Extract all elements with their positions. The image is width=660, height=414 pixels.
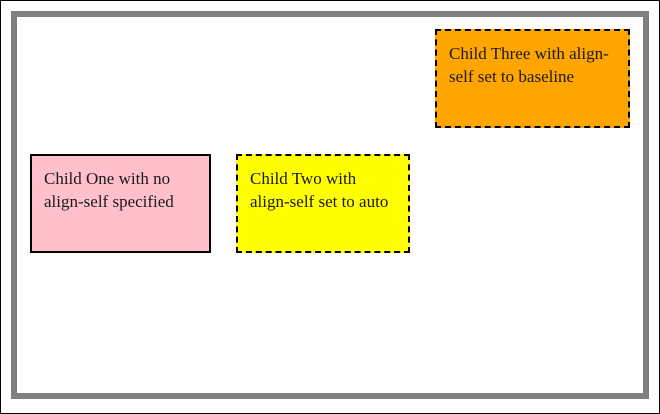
flex-container: Child One with no align-self specified C… [11, 11, 649, 399]
child-one-box: Child One with no align-self specified [30, 154, 211, 253]
child-three-box: Child Three with align-self set to basel… [435, 29, 630, 128]
child-two-box: Child Two with align-self set to auto [236, 154, 410, 253]
